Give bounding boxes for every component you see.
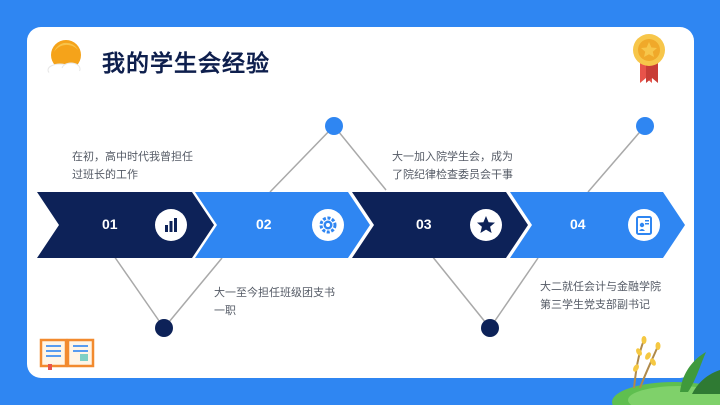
chevron-step-3 bbox=[352, 192, 528, 258]
connector-dot-top-1 bbox=[325, 117, 343, 135]
step-number: 03 bbox=[416, 216, 432, 232]
step-description-line: 大一至今担任班级团支书 bbox=[214, 287, 335, 299]
chevron-step-4 bbox=[510, 192, 685, 258]
connector-dot-bottom-1 bbox=[155, 319, 173, 337]
gear-icon bbox=[312, 209, 344, 241]
open-book-icon bbox=[39, 338, 95, 370]
step-description: 大二就任会计与金融学院 第三学生党支部副书记 bbox=[540, 278, 661, 314]
step-description: 大一至今担任班级团支书 一职 bbox=[214, 284, 335, 320]
star-icon bbox=[470, 209, 502, 241]
step-description: 大一加入院学生会，成为 了院纪律检查委员会干事 bbox=[392, 148, 513, 184]
chevron-step-2 bbox=[195, 192, 370, 258]
step-description-line: 大二就任会计与金融学院 bbox=[540, 281, 661, 293]
connector-dot-top-2 bbox=[636, 117, 654, 135]
step-number: 02 bbox=[256, 216, 272, 232]
step-description-line: 过班长的工作 bbox=[72, 169, 138, 181]
bar-chart-icon bbox=[155, 209, 187, 241]
chevron-step-1 bbox=[37, 192, 214, 258]
step-number: 04 bbox=[570, 216, 586, 232]
step-number: 01 bbox=[102, 216, 118, 232]
step-description-line: 在初，高中时代我曾担任 bbox=[72, 151, 193, 163]
page-title: 我的学生会经验 bbox=[102, 50, 270, 76]
step-description-line: 一职 bbox=[214, 305, 236, 317]
connector-dot-bottom-2 bbox=[481, 319, 499, 337]
sun-cloud-icon bbox=[47, 40, 81, 78]
medal-icon bbox=[633, 34, 665, 83]
step-description-line: 了院纪律检查委员会干事 bbox=[392, 169, 513, 181]
step-description-line: 第三学生党支部副书记 bbox=[540, 299, 650, 311]
plant-decoration bbox=[612, 336, 720, 405]
step-description-line: 大一加入院学生会，成为 bbox=[392, 151, 513, 163]
step-description: 在初，高中时代我曾担任 过班长的工作 bbox=[72, 148, 193, 184]
id-card-icon bbox=[628, 209, 660, 241]
